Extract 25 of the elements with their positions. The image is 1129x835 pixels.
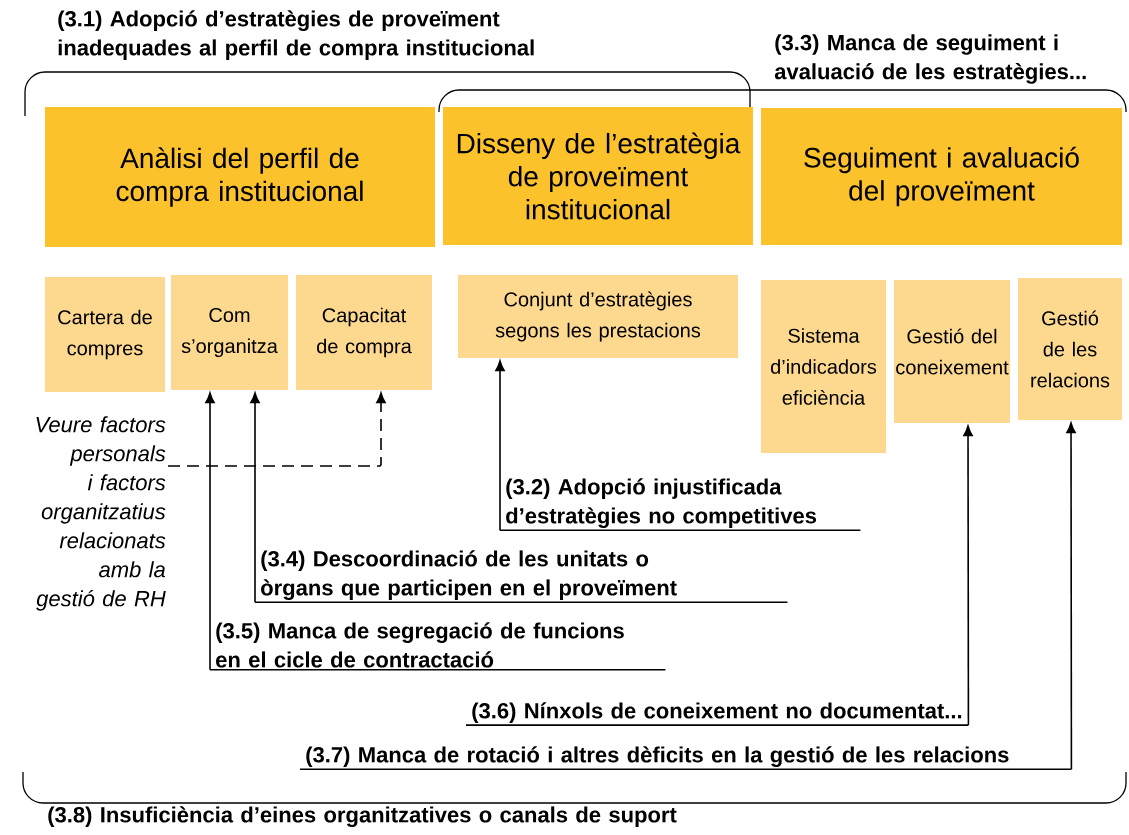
component-box: Cartera de compres xyxy=(45,277,165,392)
bracket-label: (3.3) Manca de seguiment i avaluació de les estratègies... xyxy=(774,34,1086,84)
arrow xyxy=(1066,422,1076,770)
arrow xyxy=(495,360,505,531)
phase-box: Seguiment i avaluació del proveïment xyxy=(761,108,1122,245)
factor-label: (3.4) Descoordinació de les unitats o òrgans que participen en el proveïment xyxy=(261,550,677,600)
arrow xyxy=(250,392,260,603)
arrow xyxy=(963,425,973,726)
arrow xyxy=(205,392,215,671)
component-box: Gestió de les relacions xyxy=(1018,278,1122,420)
arrow xyxy=(167,392,386,467)
factor-label: (3.5) Manca de segregació de funcions en el cicle de contractació xyxy=(216,622,624,668)
component-box: Conjunt d’estratègies segons les prestacions xyxy=(458,275,738,358)
factor-label: (3.2) Adopció injustificada d’estratègies no competitives xyxy=(506,478,817,528)
component-box: Com s’organitza xyxy=(171,275,288,390)
phase-box: Anàlisi del perfil de compra institucional xyxy=(45,107,435,247)
component-box: Sistema d’indicadors eficiència xyxy=(761,280,886,453)
bracket-label: (3.1) Adopció d’estratègies de proveïment inadequades al perfil de compra institucional xyxy=(58,10,534,60)
phase-box: Disseny de l’estratègia de proveïment institucional xyxy=(443,107,753,245)
factor-label: (3.7) Manca de rotació i altres dèficits en la gestió de les relacions xyxy=(306,746,1009,767)
component-box: Gestió del coneixement xyxy=(894,280,1010,423)
component-box: Capacitat de compra xyxy=(296,275,432,390)
note-text: Veure factors personals i factors organitzatius relacionats amb la gestió de RH xyxy=(36,416,166,611)
factor-label: (3.6) Nínxols de coneixement no documentat... xyxy=(472,702,962,723)
bracket-label: (3.8) Insuficiència d’eines organitzatives o canals de suport xyxy=(48,806,677,827)
